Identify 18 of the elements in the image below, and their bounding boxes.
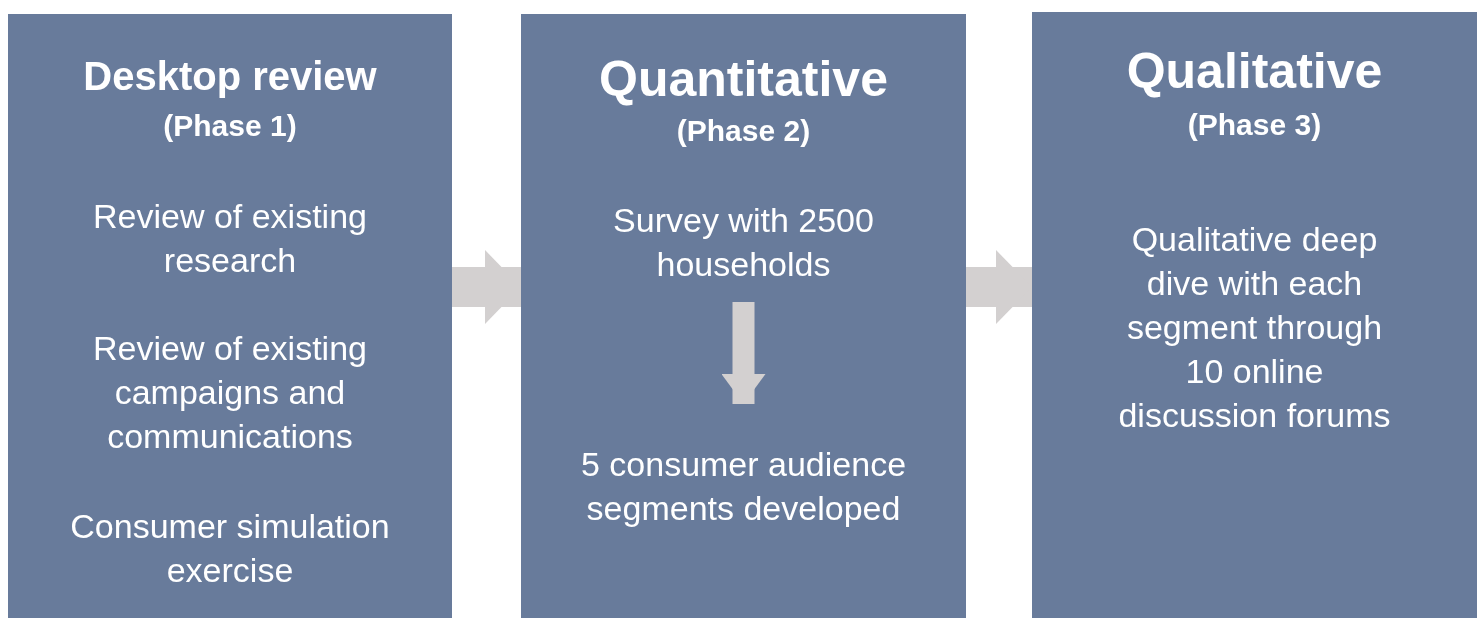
phase-title: Desktop review bbox=[82, 54, 378, 99]
step-text: Survey with 2500 households bbox=[612, 200, 875, 285]
body-text: Review of existing research bbox=[92, 196, 368, 281]
phase-number: (Phase 1) bbox=[162, 109, 298, 143]
phase-title: Quantitative bbox=[598, 50, 889, 108]
phase-panel bbox=[8, 14, 452, 618]
body-text: Consumer simulation exercise bbox=[69, 506, 391, 591]
phase-number: (Phase 3) bbox=[1186, 108, 1323, 142]
phase-panel bbox=[1032, 12, 1477, 618]
block-arrow bbox=[721, 302, 766, 404]
phase-title: Qualitative bbox=[1125, 42, 1384, 100]
phase-panel bbox=[521, 14, 966, 618]
body-text: Qualitative deep dive with each segment through 10 online discussion forums bbox=[1117, 219, 1392, 436]
step-text: 5 consumer audience segments developed bbox=[579, 444, 908, 529]
body-text: Review of existing campaigns and communications bbox=[92, 328, 368, 457]
phase-number: (Phase 2) bbox=[675, 114, 812, 148]
block-arrow bbox=[966, 250, 1032, 324]
block-arrow bbox=[452, 250, 521, 324]
